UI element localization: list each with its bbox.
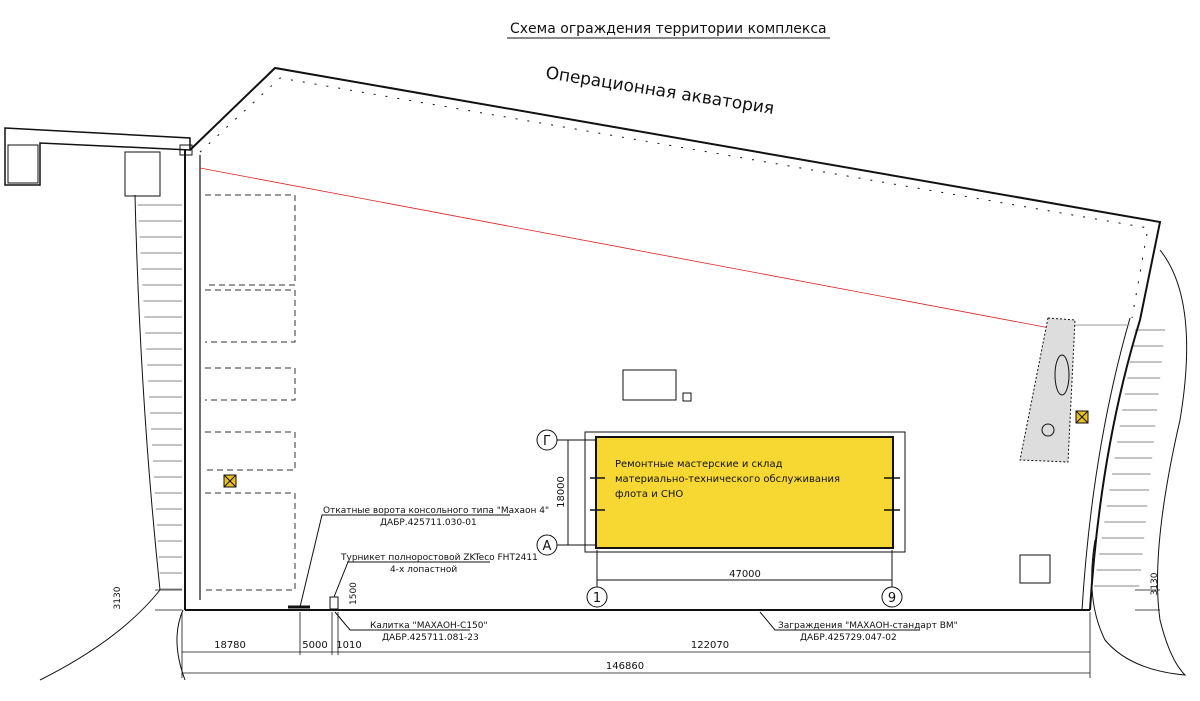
small-structure [622, 369, 677, 401]
right-dotted-area [1019, 317, 1130, 463]
turnstile-callout-1: Турникет полноростовой ZKTeco FHT2411 [340, 553, 538, 563]
building-label-1: Ремонтные мастерские и склад [615, 459, 783, 470]
water-area-label: Операционная акватория [544, 63, 775, 119]
wicket-callout-1: Калитка "МАХАОН-С150" [370, 621, 488, 631]
dim-left-offset: 3130 [113, 586, 123, 609]
dimension-lines [155, 589, 1160, 678]
callout-leaders [299, 514, 920, 631]
gates-callout-2: ДАБР.425711.030-01 [380, 518, 477, 528]
gates-callout-1: Откатные ворота консольного типа "Махаон… [323, 506, 549, 516]
workshop-building: Ремонтные мастерские и склад материально… [584, 431, 906, 553]
turnstile [329, 596, 339, 610]
plan-title: Схема ограждения территории комплекса [510, 21, 827, 37]
dim-turnstile: 1500 [349, 582, 359, 605]
axis-9: 9 [888, 591, 896, 606]
red-alignment-line [199, 167, 1051, 329]
wicket-callout-2: ДАБР.425711.081-23 [382, 633, 479, 643]
left-pier [4, 127, 193, 197]
axis-a: А [543, 539, 552, 554]
parking-spaces [205, 194, 296, 591]
right-box [1019, 554, 1051, 584]
dim-47000: 47000 [729, 569, 761, 580]
dim-right-offset: 3130 [1150, 572, 1160, 595]
dim-122070: 122070 [691, 640, 729, 651]
dim-18000: 18000 [556, 476, 567, 508]
dim-1010: 1010 [336, 640, 361, 651]
axis-g: Г [543, 434, 551, 449]
marker-right [1075, 410, 1089, 424]
turnstile-callout-2: 4-х лопастной [390, 565, 457, 575]
small-structure-2 [682, 392, 692, 402]
building-label-3: флота и СНО [615, 489, 683, 500]
perimeter-fence [184, 66, 1162, 611]
dim-5000: 5000 [302, 640, 327, 651]
grid-axes [536, 429, 903, 608]
dim-total: 146860 [606, 661, 644, 672]
building-label-2: материально-технического обслуживания [615, 474, 840, 485]
fence-callout-2: ДАБР.425729.047-02 [800, 633, 897, 643]
fence-callout-1: Заграждения "МАХАОН-стандарт ВМ" [778, 621, 958, 631]
marker-left [223, 474, 237, 488]
dim-18780: 18780 [214, 640, 246, 651]
right-embankment [1091, 249, 1188, 676]
axis-1: 1 [593, 591, 601, 606]
